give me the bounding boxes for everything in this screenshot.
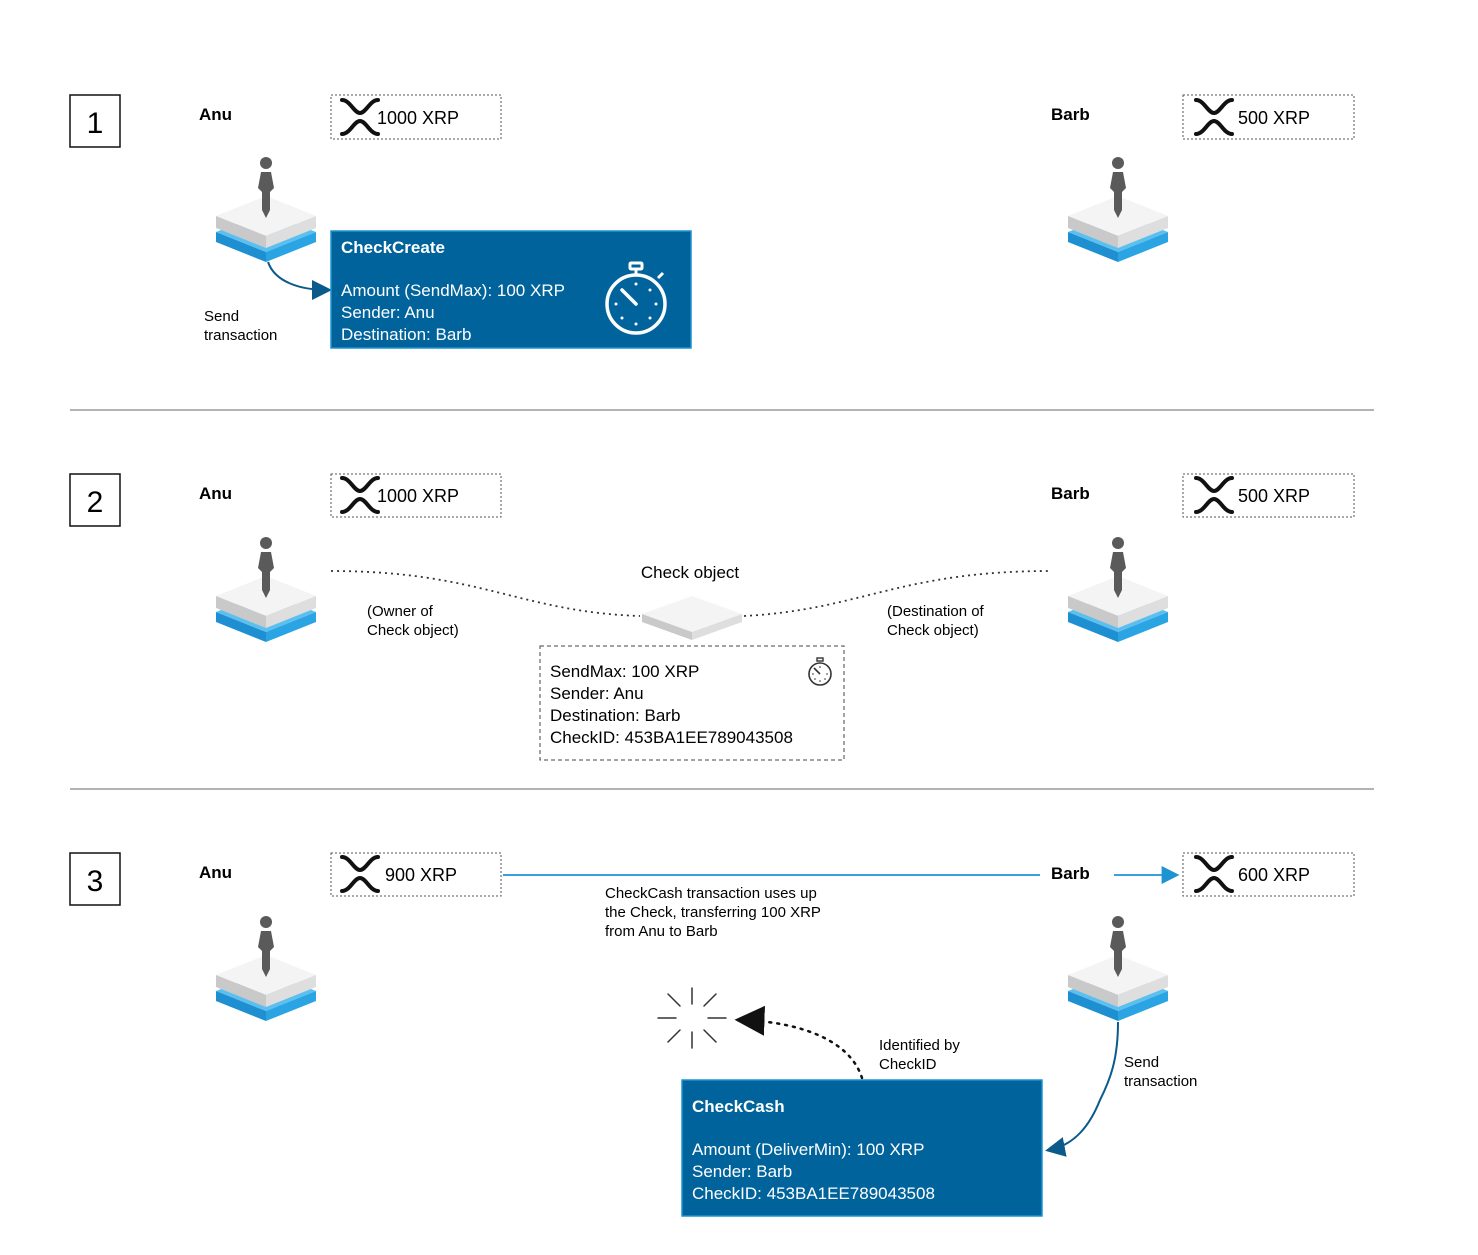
balance-anu: 900 XRP [385, 865, 457, 885]
send-label-line1: Send [1124, 1054, 1159, 1071]
step-1: 1 Anu 1000 XRP Barb 500 XRP Send transac… [69, 94, 1355, 349]
check-object-title: Check object [641, 563, 740, 582]
balance-box-anu [330, 94, 502, 140]
send-arrow [267, 261, 332, 300]
check-detail-line: CheckID: 453BA1EE789043508 [550, 728, 793, 747]
identify-arrow [734, 1005, 864, 1080]
identified-label-line2: CheckID [879, 1056, 937, 1073]
check-details-box [539, 645, 845, 761]
checkcreate-tx-box [330, 230, 692, 349]
destination-label-line1: (Destination of [887, 603, 985, 620]
person-icon [1068, 916, 1168, 1021]
tx-title: CheckCash [692, 1097, 785, 1116]
check-detail-line: SendMax: 100 XRP [550, 662, 699, 681]
owner-label-line1: (Owner of [367, 603, 434, 620]
balance-box-barb [1182, 473, 1355, 518]
person-icon [216, 916, 316, 1021]
tx-line: Destination: Barb [341, 325, 471, 344]
party-name-anu: Anu [199, 484, 232, 503]
tx-line: Amount (SendMax): 100 XRP [341, 281, 565, 300]
person-icon [1068, 157, 1168, 262]
step-3: 3 Anu 900 XRP Barb 600 XRP CheckCash tra… [69, 852, 1355, 1217]
transfer-label-line: CheckCash transaction uses up [605, 885, 817, 902]
party-name-anu: Anu [199, 863, 232, 882]
party-name-barb: Barb [1051, 864, 1090, 883]
balance-box-barb [1182, 852, 1355, 897]
tx-title: CheckCreate [341, 238, 445, 257]
xrp-logo-icon [1194, 476, 1234, 514]
tx-line: Sender: Barb [692, 1162, 792, 1181]
tx-line: CheckID: 453BA1EE789043508 [692, 1184, 935, 1203]
check-object-icon [642, 596, 742, 640]
tx-line: Amount (DeliverMin): 100 XRP [692, 1140, 924, 1159]
checkcash-tx-box [681, 1079, 1043, 1217]
step-number-box [69, 94, 121, 148]
balance-box-barb [1182, 94, 1355, 140]
person-icon [216, 157, 316, 262]
transfer-label-line: from Anu to Barb [605, 923, 718, 940]
person-icon [216, 537, 316, 642]
balance-barb: 500 XRP [1238, 486, 1310, 506]
transfer-label-line: the Check, transferring 100 XRP [605, 904, 821, 921]
xrp-logo-icon [1194, 855, 1234, 893]
xrp-logo-icon [340, 476, 380, 514]
step-number: 1 [87, 107, 104, 140]
step-number-box [69, 473, 121, 527]
send-label-line1: Send [204, 308, 239, 325]
check-detail-line: Destination: Barb [550, 706, 680, 725]
step-number: 3 [87, 865, 104, 898]
balance-anu: 1000 XRP [377, 108, 459, 128]
step-number-box [69, 852, 121, 906]
identified-label-line1: Identified by [879, 1037, 960, 1054]
send-label-line2: transaction [1124, 1073, 1197, 1090]
step-2: 2 Anu 1000 XRP Barb 500 XRP Check object… [69, 473, 1355, 761]
party-name-barb: Barb [1051, 105, 1090, 124]
destination-label-line2: Check object) [887, 622, 979, 639]
send-arrow [1045, 1021, 1119, 1157]
balance-anu: 1000 XRP [377, 486, 459, 506]
balance-barb: 600 XRP [1238, 865, 1310, 885]
person-icon [1068, 537, 1168, 642]
balance-box-anu [330, 852, 502, 897]
xrp-logo-icon [340, 855, 380, 893]
tx-line: Sender: Anu [341, 303, 435, 322]
balance-barb: 500 XRP [1238, 108, 1310, 128]
burst-icon [657, 987, 727, 1049]
xrp-logo-icon [1194, 98, 1234, 136]
xrp-logo-icon [340, 98, 380, 136]
step-number: 2 [87, 486, 104, 519]
send-label-line2: transaction [204, 327, 277, 344]
owner-label-line2: Check object) [367, 622, 459, 639]
party-name-anu: Anu [199, 105, 232, 124]
balance-box-anu [330, 473, 502, 518]
party-name-barb: Barb [1051, 484, 1090, 503]
check-detail-line: Sender: Anu [550, 684, 644, 703]
